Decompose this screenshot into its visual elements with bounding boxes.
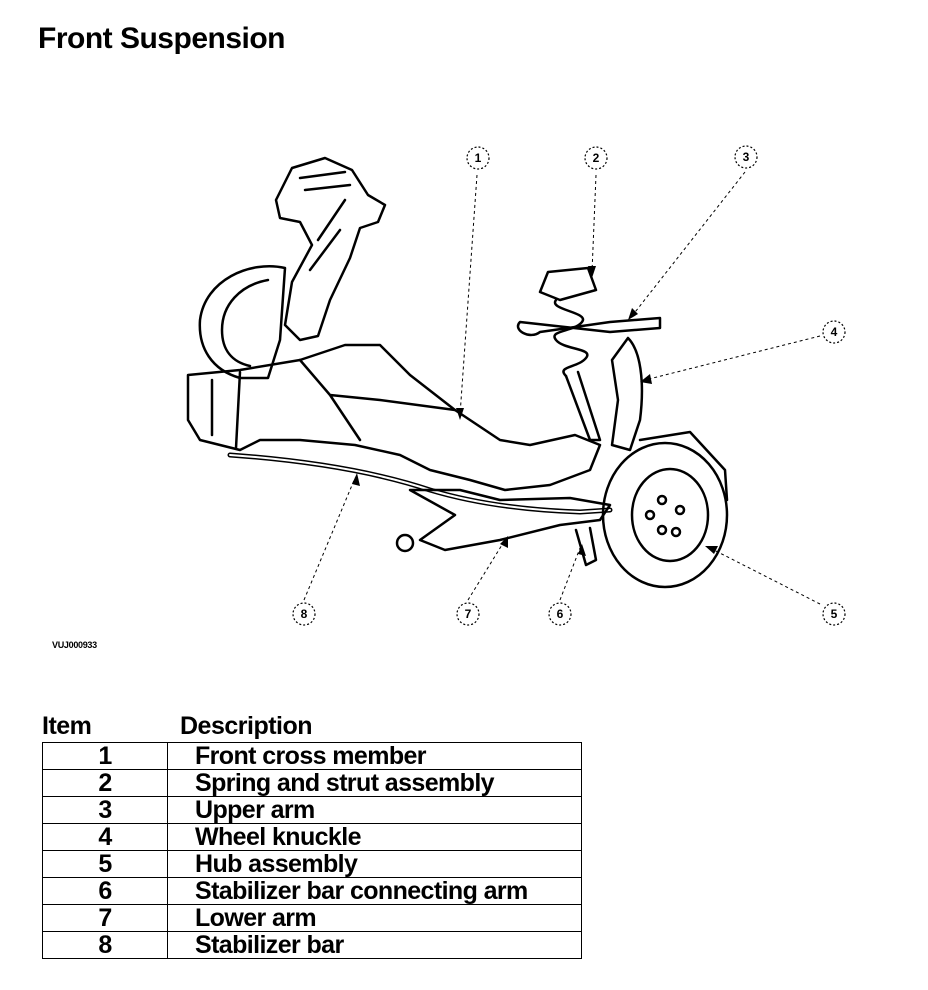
item-number: 3	[42, 796, 168, 824]
left-knuckle-tower	[274, 156, 387, 342]
item-number: 8	[42, 931, 168, 959]
table-row: 3 Upper arm	[42, 796, 582, 824]
item-description: Wheel knuckle	[167, 823, 582, 851]
hub-disc	[601, 441, 729, 589]
parts-table: 1 Front cross member 2 Spring and strut …	[42, 742, 582, 959]
table-header-description: Description	[180, 712, 313, 740]
table-row: 7 Lower arm	[42, 904, 582, 932]
table-header-item: Item	[42, 712, 92, 740]
wheel-knuckle	[610, 336, 644, 452]
item-number: 4	[42, 823, 168, 851]
callout-5: 5	[831, 607, 838, 621]
table-row: 1 Front cross member	[42, 742, 582, 770]
table-row: 8 Stabilizer bar	[42, 931, 582, 959]
left-brake-disc	[198, 265, 287, 380]
callout-7: 7	[465, 607, 472, 621]
item-description: Front cross member	[167, 742, 582, 770]
table-row: 4 Wheel knuckle	[42, 823, 582, 851]
figure-code: VUJ000933	[52, 640, 97, 650]
item-number: 7	[42, 904, 168, 932]
table-row: 2 Spring and strut assembly	[42, 769, 582, 797]
item-description: Spring and strut assembly	[167, 769, 582, 797]
callout-1: 1	[475, 151, 482, 165]
callout-6: 6	[557, 607, 564, 621]
table-row: 6 Stabilizer bar connecting arm	[42, 877, 582, 905]
callout-2: 2	[593, 151, 600, 165]
item-number: 1	[42, 742, 168, 770]
strut-assembly	[538, 266, 598, 302]
item-description: Stabilizer bar	[167, 931, 582, 959]
callout-3: 3	[743, 150, 750, 164]
callout-4: 4	[831, 325, 838, 339]
item-number: 5	[42, 850, 168, 878]
upper-arm	[516, 316, 662, 337]
item-description: Lower arm	[167, 904, 582, 932]
item-description: Upper arm	[167, 796, 582, 824]
item-number: 2	[42, 769, 168, 797]
lower-arm	[408, 488, 612, 552]
item-description: Stabilizer bar connecting arm	[167, 877, 582, 905]
item-number: 6	[42, 877, 168, 905]
suspension-illustration: 1 2 3 4 5 6 7 8	[186, 145, 846, 626]
page-title: Front Suspension	[38, 22, 286, 55]
callout-8: 8	[301, 607, 308, 621]
cross-member	[186, 343, 602, 492]
table-row: 5 Hub assembly	[42, 850, 582, 878]
item-description: Hub assembly	[167, 850, 582, 878]
